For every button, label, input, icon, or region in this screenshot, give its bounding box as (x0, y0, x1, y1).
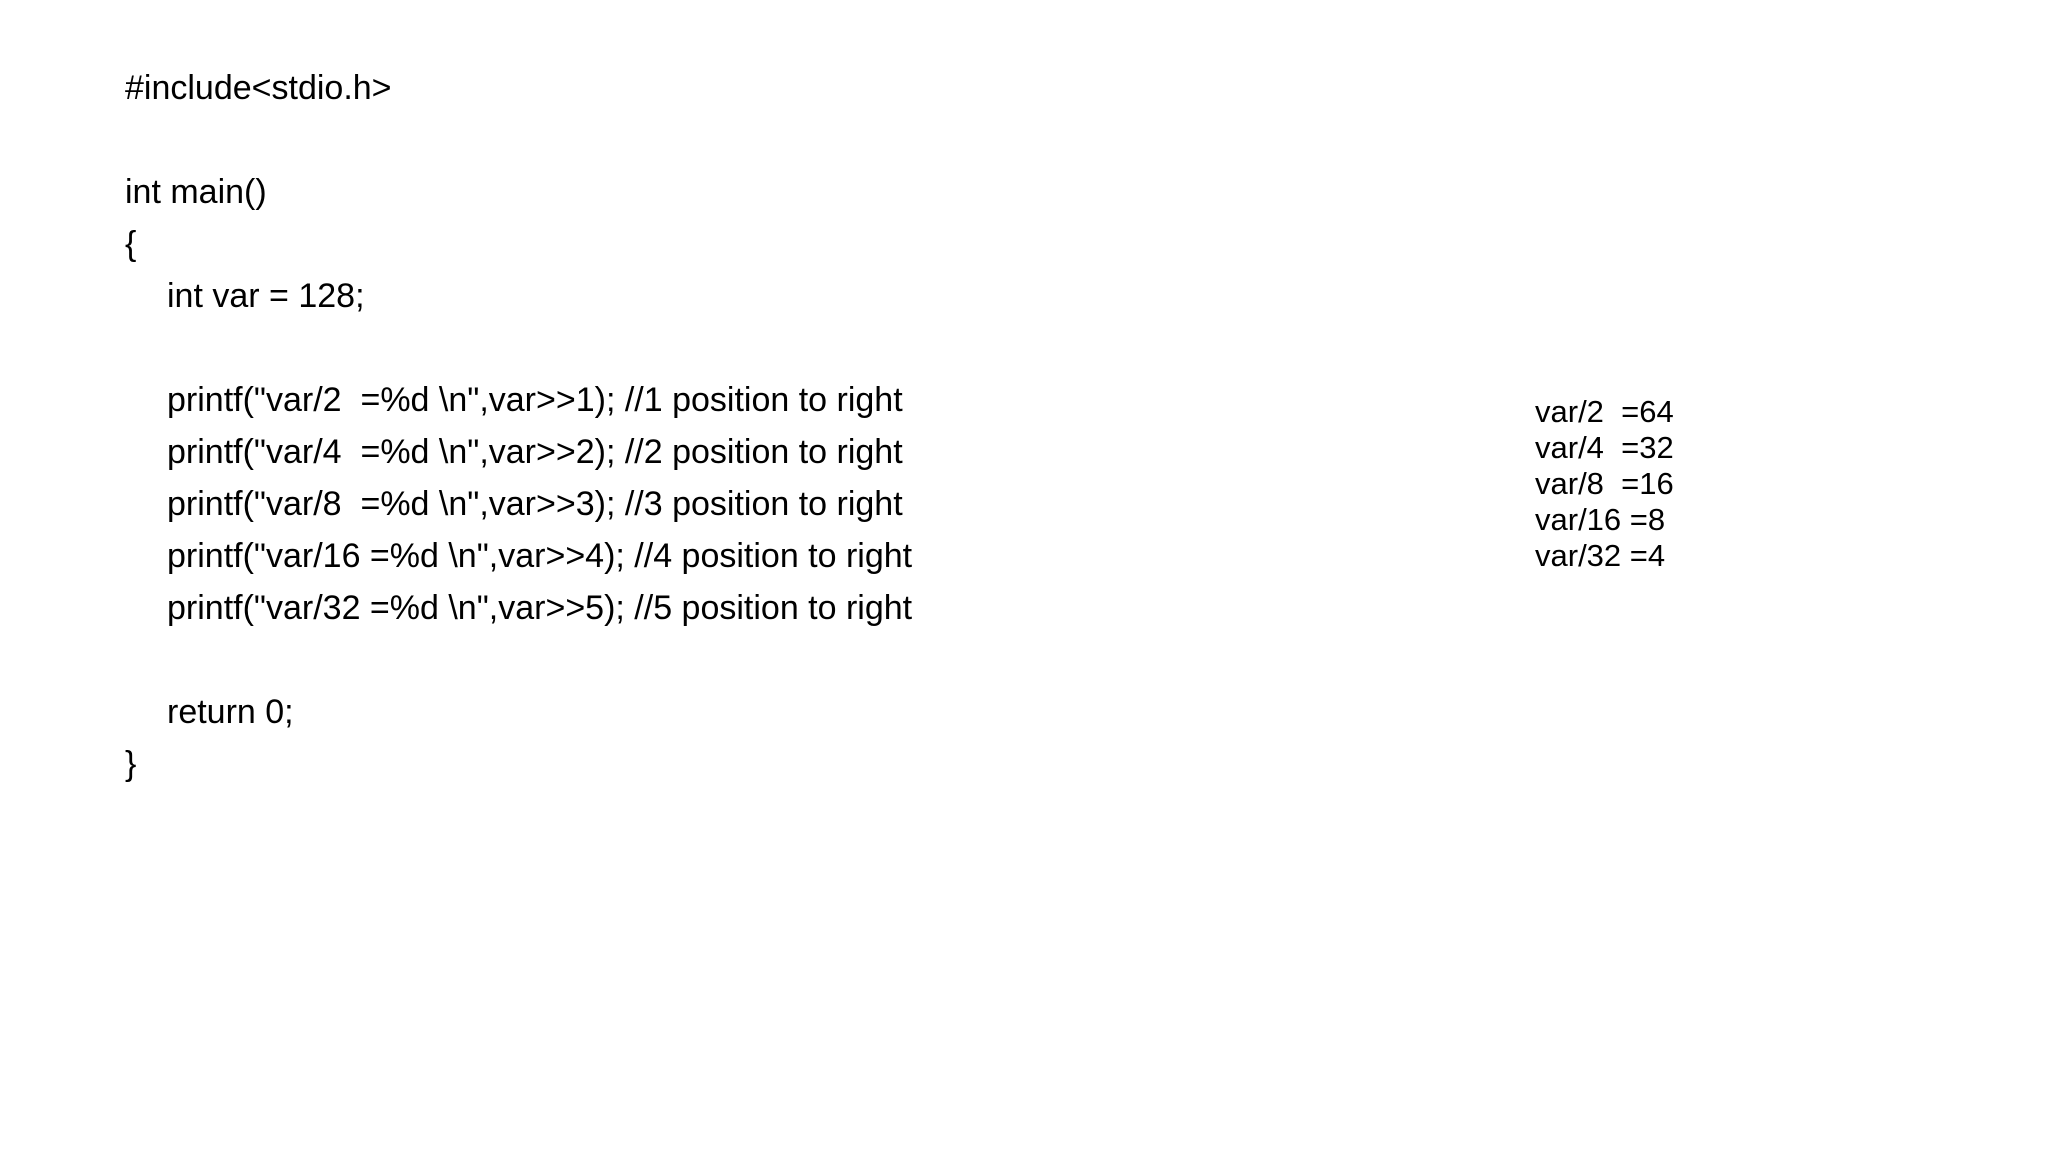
c-code-listing: #include<stdio.h> int main() { int var = 12… (125, 62, 912, 790)
code-line-blank (125, 114, 912, 166)
code-line: { (125, 225, 137, 263)
code-line: #include<stdio.h> (125, 69, 392, 107)
output-line: var/32 =4 (1535, 538, 1666, 573)
code-line: printf("var/16 =%d \n",var>>4); //4 posi… (167, 537, 913, 575)
code-line: printf("var/8 =%d \n",var>>3); //3 posit… (167, 485, 903, 523)
code-line: return 0; (167, 693, 294, 731)
code-line: printf("var/4 =%d \n",var>>2); //2 posit… (167, 433, 903, 471)
code-line-blank (125, 322, 912, 374)
code-line: int main() (125, 173, 267, 211)
code-line-blank (125, 634, 912, 686)
output-line: var/8 =16 (1535, 466, 1674, 501)
code-line: int var = 128; (167, 277, 365, 315)
code-line: printf("var/2 =%d \n",var>>1); //1 posit… (167, 381, 903, 419)
output-line: var/4 =32 (1535, 430, 1674, 465)
output-line: var/16 =8 (1535, 502, 1666, 537)
code-line: printf("var/32 =%d \n",var>>5); //5 posi… (167, 589, 913, 627)
code-line: } (125, 745, 137, 783)
output-line: var/2 =64 (1535, 394, 1674, 429)
